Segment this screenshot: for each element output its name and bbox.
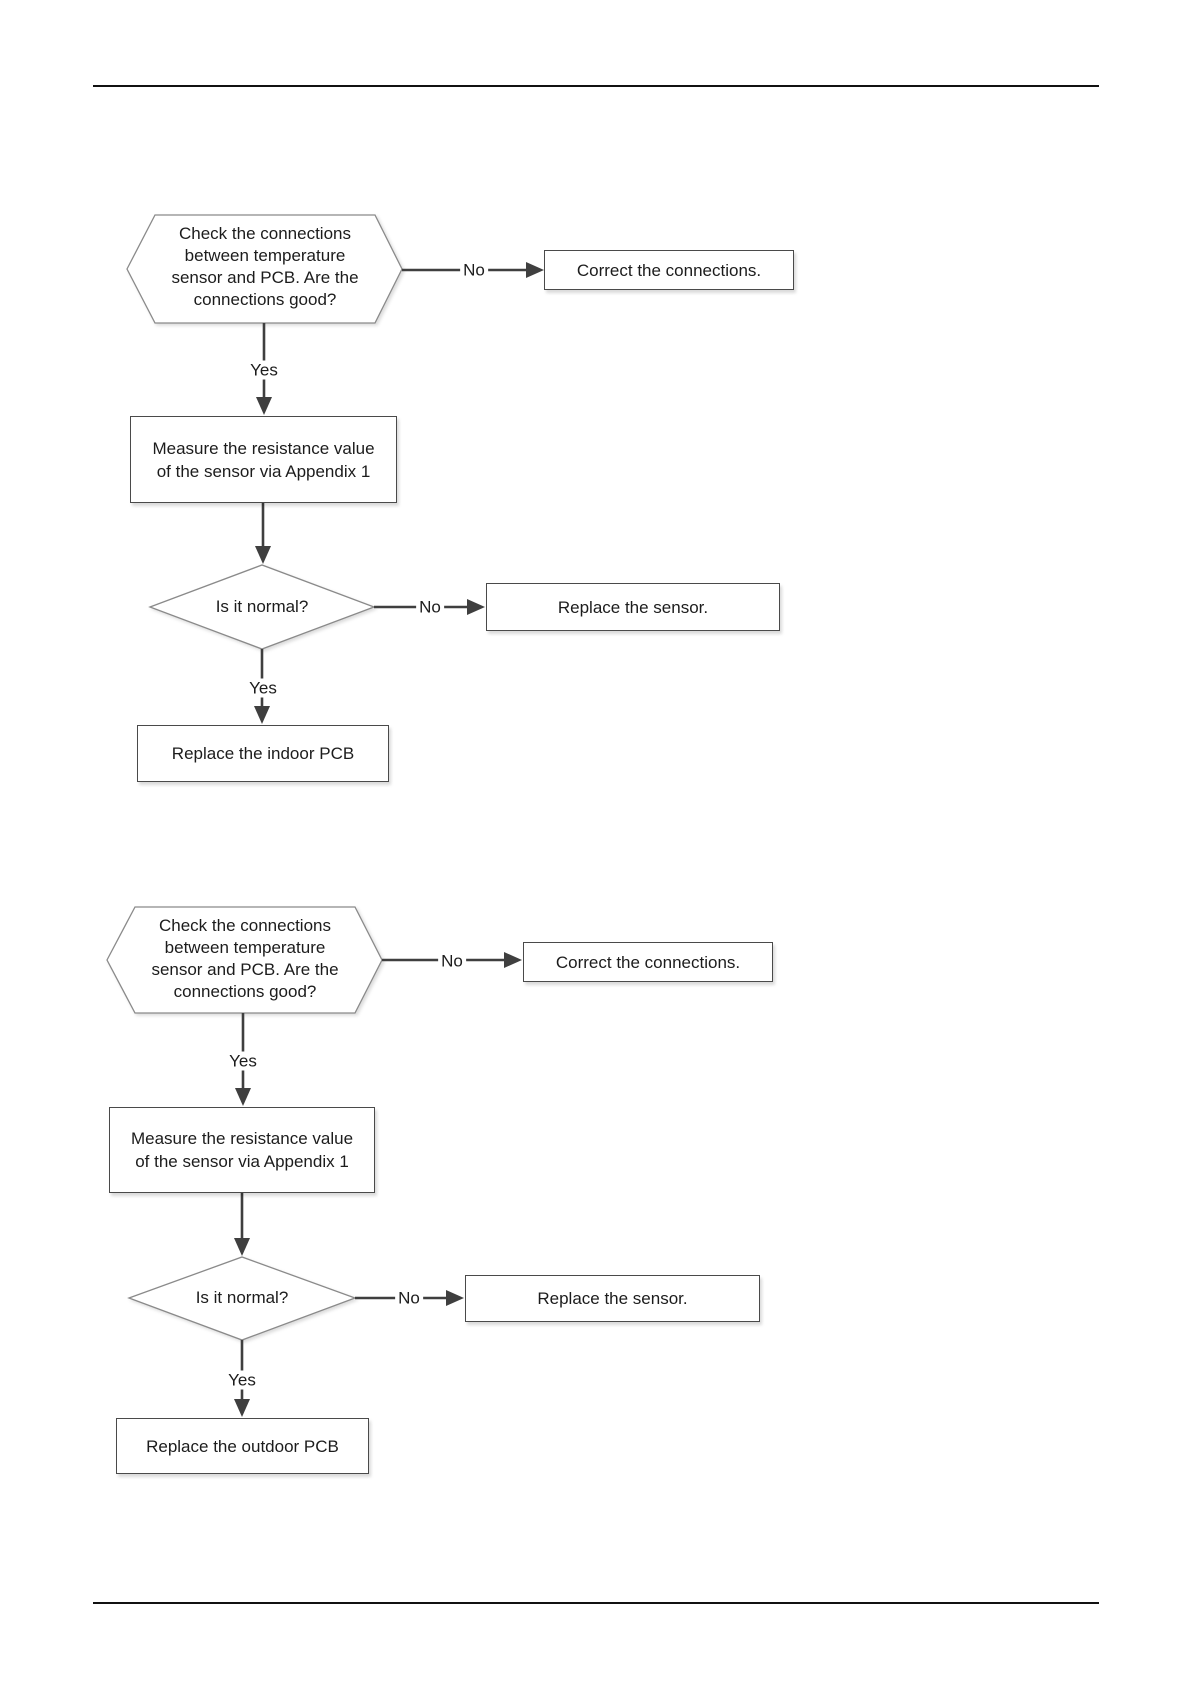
outdoor-no-connections-label: No	[438, 951, 466, 971]
outdoor-replace-pcb-box: Replace the outdoor PCB	[116, 1418, 369, 1474]
indoor-no-normal-label: No	[416, 597, 444, 617]
indoor-no-connections-label: No	[460, 260, 488, 280]
outdoor-yes-normal-label: Yes	[225, 1370, 259, 1390]
indoor-decision-hexagon-text: Check the connections between temperatur…	[171, 224, 359, 309]
indoor-replace-pcb-box: Replace the indoor PCB	[137, 725, 389, 782]
indoor-yes-normal-label: Yes	[246, 678, 280, 698]
indoor-yes-connections-label: Yes	[247, 360, 281, 380]
indoor-measure-resistance-box: Measure the resistance value of the sens…	[130, 416, 397, 503]
outdoor-no-normal-label: No	[395, 1288, 423, 1308]
indoor-replace-sensor-box: Replace the sensor.	[486, 583, 780, 631]
header-rule	[93, 85, 1099, 87]
outdoor-measure-resistance-box: Measure the resistance value of the sens…	[109, 1107, 375, 1193]
indoor-normal-diamond-text: Is it normal?	[215, 597, 309, 616]
outdoor-decision-hexagon-text: Check the connections between temperatur…	[151, 916, 339, 1001]
outdoor-yes-connections-label: Yes	[226, 1051, 260, 1071]
footer-rule	[93, 1602, 1099, 1604]
outdoor-replace-sensor-box: Replace the sensor.	[465, 1275, 760, 1322]
indoor-correct-connections-box: Correct the connections.	[544, 250, 794, 290]
outdoor-correct-connections-box: Correct the connections.	[523, 942, 773, 982]
outdoor-normal-diamond-text: Is it normal?	[195, 1288, 289, 1307]
